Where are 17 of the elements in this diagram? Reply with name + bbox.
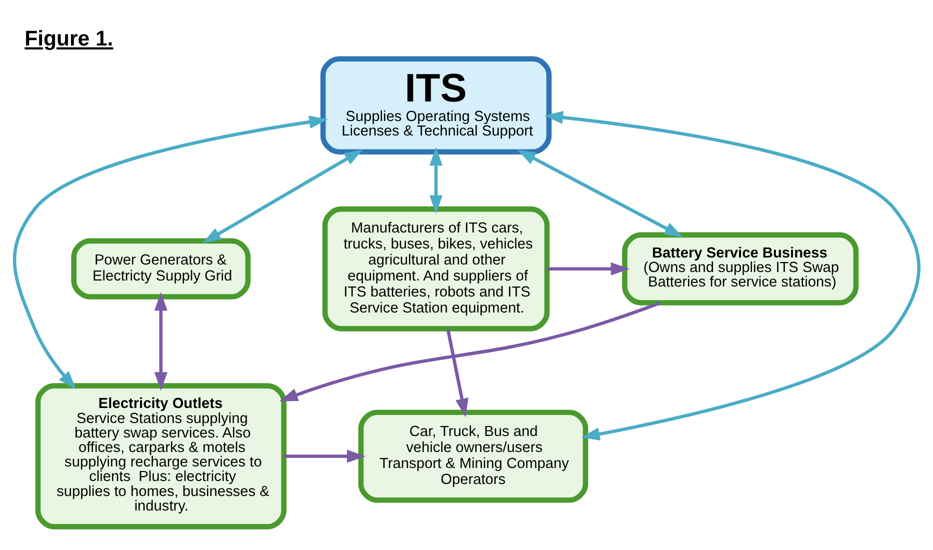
node-box: Battery Service Business (Owns and supplies ITS Swap Batteries for service stations) (622, 232, 859, 305)
arrow (544, 110, 920, 440)
arrow (202, 148, 363, 243)
arrow (284, 449, 366, 462)
diagram-title: Figure 1. (24, 26, 114, 50)
arrow (12, 115, 328, 389)
node-box: Power Generators & Electricty Supply Grid (71, 238, 251, 299)
arrow (279, 300, 661, 401)
node-box: Car, Truck, Bus and vehicle owners/users Transport & Mining Company Operators (358, 409, 588, 502)
arrow (446, 328, 468, 417)
arrow (154, 292, 168, 390)
arrow (429, 146, 443, 214)
arrow (517, 149, 683, 237)
arrow (547, 262, 630, 275)
node-box: ITS Supplies Operating Systems Licenses & Technical Support (320, 56, 552, 154)
node-box: Electricity Outlets Service Stations supplying battery swap services. Also offices, carparks & motels supplying recharge services to clients Plus: electricity supplies to homes, businesses & industry. (35, 382, 286, 529)
node-box: Manufacturers of ITS cars, trucks, buses, bikes, vehicles agricultural and other equipment. And suppliers of ITS batteries, robots and ITS Service Station equipment. (322, 206, 550, 331)
